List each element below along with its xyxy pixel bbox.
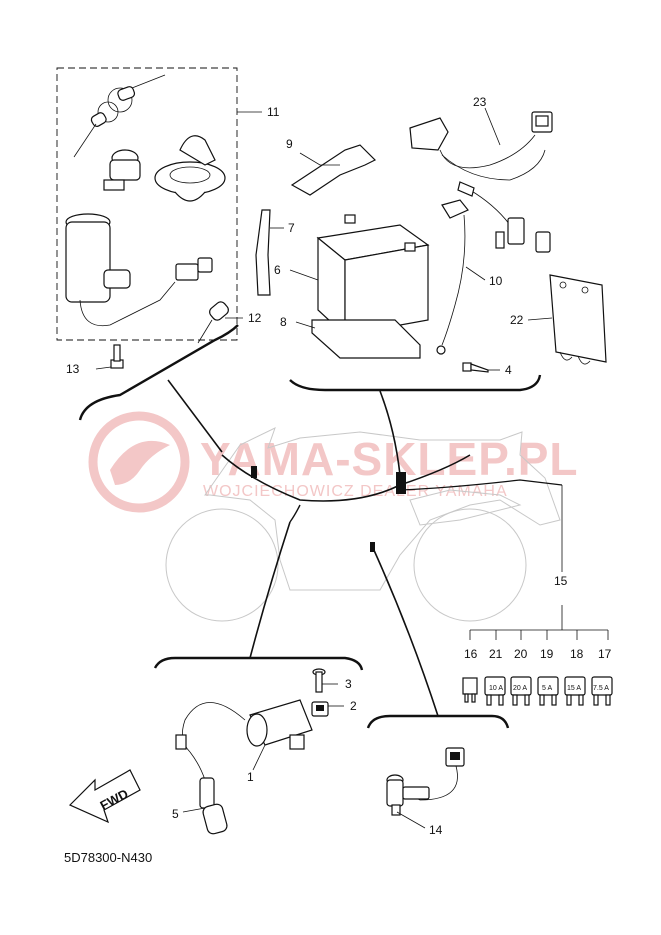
breather-hose [255,209,271,296]
rear-wheel-outline [413,508,527,622]
coil-lead-wire [182,702,246,753]
battery-band [290,144,377,196]
callout-20: 20 [514,647,528,661]
key-set-dashed-box [56,67,238,341]
callout-2: 2 [350,699,357,713]
callout-3: 3 [345,677,352,691]
harness-branch [399,479,563,491]
watermark: YAMA-SKLEP.PL WOJCIECHOWICZ DEALER YAMAH… [88,411,579,513]
callout-21: 21 [489,647,503,661]
bolt-3 [312,668,326,693]
fuse-17: 7.5 A [591,676,613,706]
callout-9: 9 [286,137,293,151]
sensor-group [386,747,465,816]
relay-16 [462,677,478,703]
bracket-top-right [289,374,542,392]
callout-17: 17 [598,647,612,661]
watermark-logo-wing [110,440,170,485]
watermark-logo [88,411,190,513]
callout-6: 6 [274,263,281,277]
sensor-wire [409,765,458,801]
bolt-13 [110,344,124,369]
callout-22: 22 [510,313,524,327]
callout-15: 15 [554,574,568,588]
bracket-bottom-right-stem [372,547,439,717]
minus-lead [436,199,469,355]
harness-main-wire [221,454,471,502]
screw-4 [462,362,489,373]
diagram-code: 5D78300-N430 [64,850,152,865]
callout-14: 14 [429,823,443,837]
key-blank [197,301,229,344]
coil-connector [175,734,187,750]
fuse-group: 10 A 20 A 5 A 15 A 7.5 A [462,485,613,706]
ignition-coil [246,699,313,750]
ignition-coil-group [175,668,329,835]
battery-group [255,111,607,373]
callout-10: 10 [489,274,503,288]
spark-plug-cap [189,751,228,835]
bracket-plate [549,274,607,365]
seat-outline [409,489,522,526]
callout-23: 23 [473,95,487,109]
fuse-19: 5 A [537,676,559,706]
front-wheel-outline [165,508,279,622]
bracket-bottom-left [153,656,364,671]
fuse-20-rating: 20 A [513,685,527,692]
callout-labels: 11 12 13 9 7 6 8 23 10 22 4 15 16 21 20 … [66,95,612,837]
fuse-18: 15 A [564,676,586,706]
fuse-21-rating: 10 A [489,685,503,692]
harness-left-connector [251,466,257,478]
callout-8: 8 [280,315,287,329]
key-set-group [56,67,238,341]
fuel-tank-cap [154,135,226,202]
callout-18: 18 [570,647,584,661]
fuse-20: 20 A [510,676,532,706]
callout-12: 12 [248,311,262,325]
watermark-main-text: YAMA-SKLEP.PL [200,433,579,485]
bracket-bottom-right [366,714,510,729]
fuse-19-rating: 5 A [542,685,552,692]
fuse-21: 10 A [484,676,506,706]
callout-leaders [95,107,553,829]
watermark-sub-text: WOJCIECHOWICZ DEALER YAMAHA [203,483,508,500]
bracket-top-left-stem [167,379,223,453]
key-ring [73,74,166,158]
motorcycle-outline [165,427,561,622]
callout-16: 16 [464,647,478,661]
harness-center-connector [396,472,406,494]
forward-arrow-shape [68,769,141,824]
fuse-17-rating: 7.5 A [593,685,609,692]
harness-coil-lead [289,504,301,523]
group-brackets [78,324,542,729]
battery [316,214,430,337]
fuse-18-rating: 15 A [567,685,581,692]
main-switch [65,213,213,327]
nut-2 [311,701,329,717]
seat-lock-cylinder [103,149,141,191]
callout-19: 19 [540,647,554,661]
callout-7: 7 [288,221,295,235]
callout-1: 1 [247,770,254,784]
sensor-body [386,774,430,816]
sensor-coupler-pins [450,752,460,760]
wire-harness [221,454,563,552]
bracket-top-right-stem [379,390,401,476]
callout-13: 13 [66,362,80,376]
callout-5: 5 [172,807,179,821]
bracket-bottom-left-stem [249,521,291,659]
fairing-outline [204,427,561,591]
forward-arrow: FWD [68,769,141,824]
harness-sensor-connector [370,542,375,552]
callout-11: 11 [267,105,280,119]
battery-pad [311,319,421,359]
battery-wire-harness [409,111,553,253]
callout-4: 4 [505,363,512,377]
bracket-top-left [78,324,239,421]
